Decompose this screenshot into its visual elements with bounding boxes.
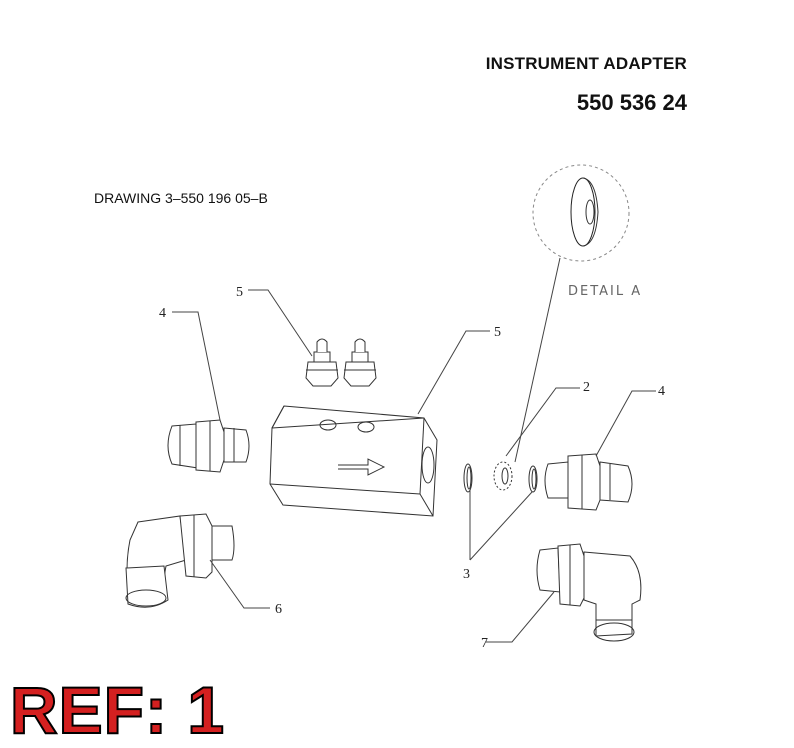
detail-a-view: DETAIL A — [514, 164, 642, 463]
callout-3: 3 — [463, 567, 470, 582]
grease-fitting-pair — [305, 338, 377, 387]
part-number: 550 536 24 — [576, 90, 687, 115]
leader-lines — [172, 289, 656, 643]
straight-fitting-right — [544, 453, 633, 511]
elbow-fitting-right — [536, 543, 642, 642]
adapter-body — [269, 405, 438, 517]
detail-a-label: DETAIL A — [568, 284, 642, 299]
elbow-fitting-left — [125, 513, 235, 608]
ref-label: REF: 1 — [9, 672, 226, 748]
callout-5-left: 5 — [236, 285, 243, 300]
straight-fitting-left — [167, 419, 250, 473]
callout-4-right: 4 — [658, 384, 665, 399]
callout-2: 2 — [583, 380, 590, 395]
callout-6: 6 — [275, 602, 282, 617]
callout-4-left: 4 — [159, 306, 166, 321]
drawing-reference: DRAWING 3–550 196 05–B — [94, 190, 268, 206]
callout-7: 7 — [481, 636, 488, 651]
diagram-title: INSTRUMENT ADAPTER — [485, 54, 687, 73]
callout-5-right: 5 — [494, 325, 501, 340]
o-rings — [463, 461, 538, 493]
